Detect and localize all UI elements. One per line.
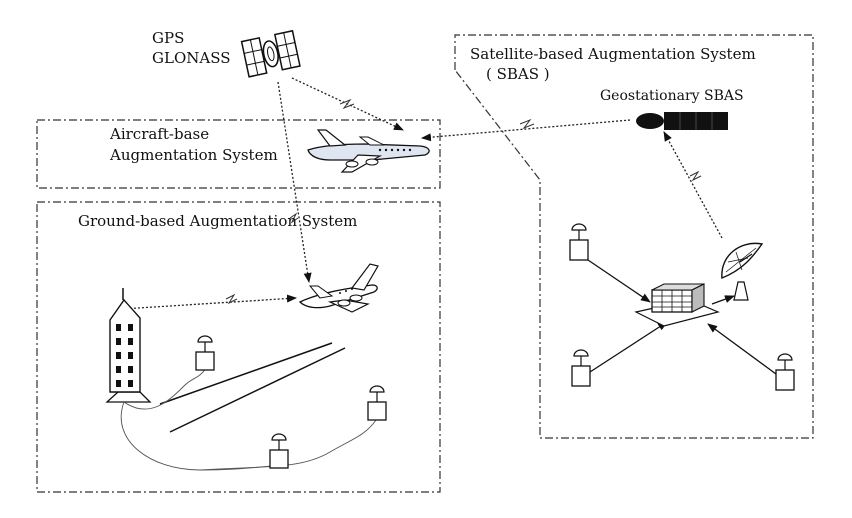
- gbas-region-box: [36, 201, 441, 493]
- control-tower-icon: [105, 288, 152, 403]
- satellite-dish-icon: [721, 242, 764, 301]
- ground-station-icon: [569, 223, 589, 261]
- sbas-network-links: [587, 259, 777, 375]
- abas-label-line1: Aircraft-base: [110, 125, 210, 143]
- airplane-icon: [307, 129, 430, 173]
- ground-station-icon: [367, 385, 387, 421]
- tower-to-aircraft-signal: [121, 294, 297, 310]
- glonass-label: GLONASS: [152, 49, 231, 67]
- gps-label: GPS: [152, 29, 185, 47]
- geostationary-sbas-label: Geostationary SBAS: [600, 88, 744, 104]
- gps-to-gbas-signal: [277, 81, 312, 283]
- geostationary-satellite-icon: [636, 112, 728, 130]
- ground-station-icon: [775, 353, 795, 391]
- airplane-icon: [298, 263, 379, 313]
- abas-region-box: [36, 119, 441, 189]
- sbas-title-line1: Satellite-based Augmentation System: [470, 45, 756, 63]
- ground-station-icon: [571, 349, 591, 387]
- geo-to-abas-signal: [421, 119, 631, 142]
- sbas-region-boundary: [454, 34, 814, 439]
- sbas-title-line2: ( SBAS ): [486, 65, 550, 83]
- runway: [159, 342, 346, 433]
- ground-station-icon: [269, 433, 289, 469]
- dish-uplink-signal: [663, 131, 723, 239]
- signal-links: [121, 77, 723, 310]
- abas-label-line2: Augmentation System: [110, 146, 278, 164]
- gbas-title: Ground-based Augmentation System: [78, 212, 358, 230]
- ground-cabling: [120, 367, 377, 471]
- gps-satellite-icon: [240, 29, 301, 78]
- central-processing-building-icon: [634, 283, 720, 327]
- transmission-marks: [225, 98, 702, 305]
- ground-station-icon: [195, 335, 215, 371]
